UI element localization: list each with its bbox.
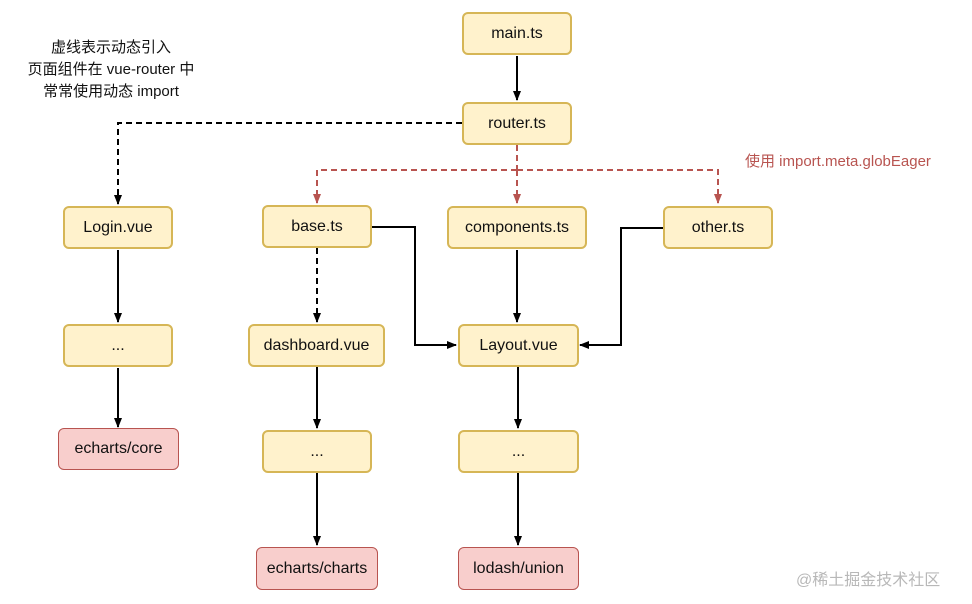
watermark: @稀土掘金技术社区 [796,572,941,589]
legend-line-3: 常常使用动态 import [43,83,179,100]
edge-glob-other [517,169,722,204]
node-dashboard-vue: dashboard.vue [248,324,385,367]
edge-router-login-dynamic [114,122,462,205]
node-components-ts: components.ts [447,206,587,249]
node-echarts-charts: echarts/charts [256,547,378,590]
node-layout-dots: ... [458,430,579,473]
edge-other-layout [579,227,664,349]
legend-line-2: 页面组件在 vue-router 中 [27,61,195,78]
edge-glob-base [313,169,517,204]
node-layout-vue: Layout.vue [458,324,579,367]
node-lodash-union: lodash/union [458,547,579,590]
edge-base-layout [372,226,457,349]
node-base-ts: base.ts [262,205,372,248]
legend-line-1: 虚线表示动态引入 [50,39,171,56]
node-router-ts: router.ts [462,102,572,145]
node-echarts-core: echarts/core [58,428,179,470]
node-dashboard-dots: ... [262,430,372,473]
node-login-dots: ... [63,324,173,367]
node-main-ts: main.ts [462,12,572,55]
dashed-line-legend: 虚线表示动态引入 页面组件在 vue-router 中 常常使用动态 impor… [0,37,222,103]
glob-eager-note: 使用 import.meta.globEager [745,153,931,170]
node-other-ts: other.ts [663,206,773,249]
node-login-vue: Login.vue [63,206,173,249]
